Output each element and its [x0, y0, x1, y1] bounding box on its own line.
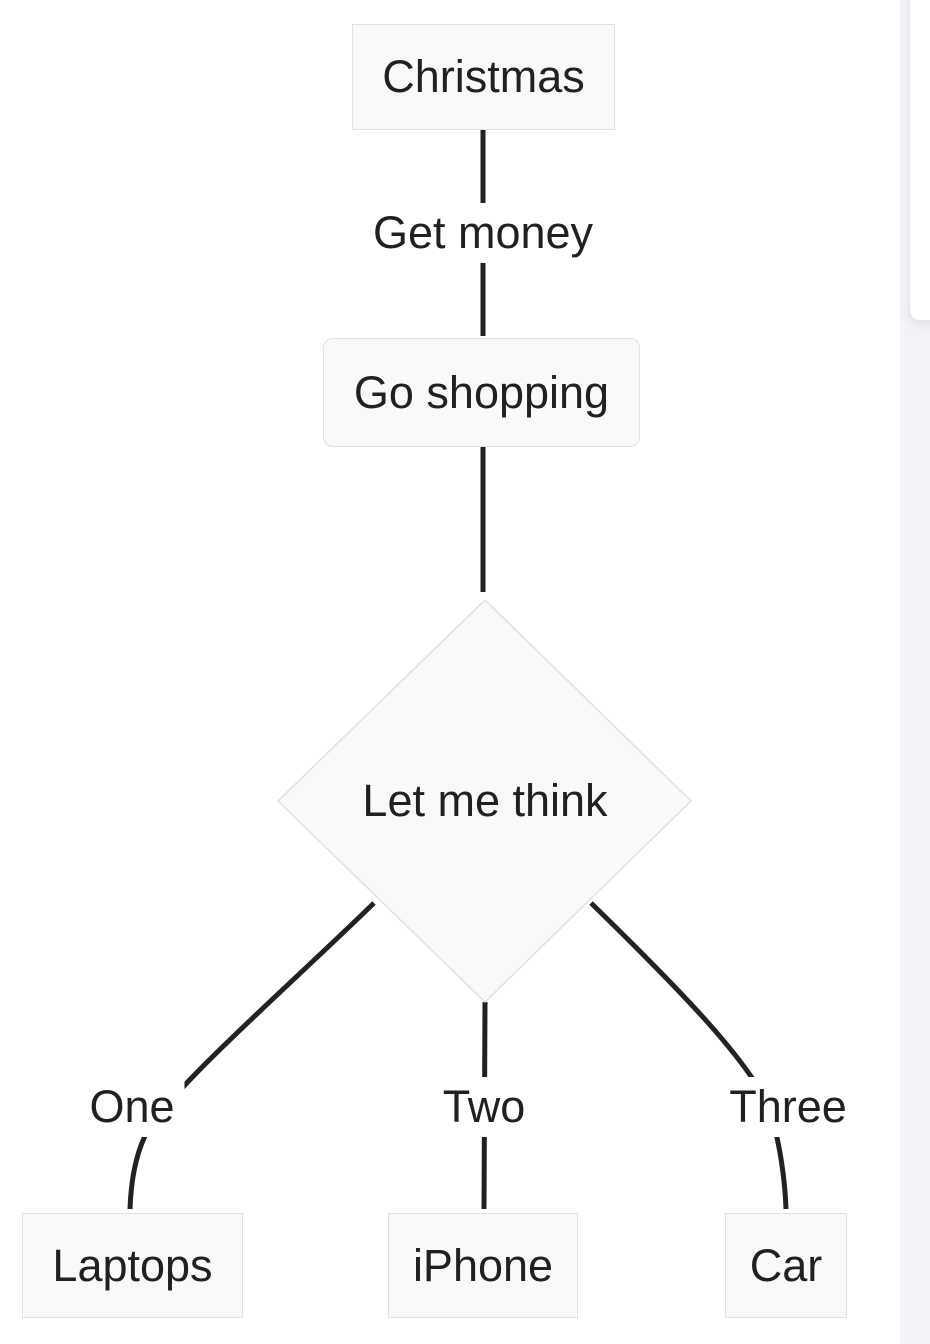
- node-go-shopping: Go shopping: [323, 338, 640, 447]
- edge-decision-to-laptops: [127, 901, 376, 1210]
- node-iphone: iPhone: [388, 1213, 578, 1318]
- side-panel-fragment: [908, 0, 930, 322]
- node-label: Laptops: [52, 1239, 213, 1291]
- edge-label-one: One: [79, 1077, 185, 1137]
- edge-label-text: One: [89, 1081, 175, 1132]
- node-label: Go shopping: [353, 366, 610, 418]
- node-label: Car: [749, 1239, 823, 1291]
- node-decision-label: Let me think: [362, 775, 607, 827]
- node-label: Let me think: [362, 775, 608, 826]
- node-label: iPhone: [412, 1239, 554, 1291]
- node-laptops: Laptops: [22, 1213, 243, 1318]
- decision-diamond-shape: [276, 598, 693, 1004]
- edge-label-two: Two: [432, 1077, 536, 1137]
- node-car: Car: [725, 1213, 847, 1318]
- edge-label-three: Three: [719, 1077, 857, 1137]
- edge-label-text: Three: [729, 1081, 847, 1132]
- edge-label-get-money: Get money: [362, 203, 604, 263]
- node-label: Christmas: [382, 51, 585, 102]
- edge-label-text: Two: [442, 1081, 526, 1132]
- edge-label-text: Get money: [372, 207, 594, 258]
- edge-decision-to-car: [589, 901, 789, 1210]
- node-christmas: Christmas: [352, 24, 615, 130]
